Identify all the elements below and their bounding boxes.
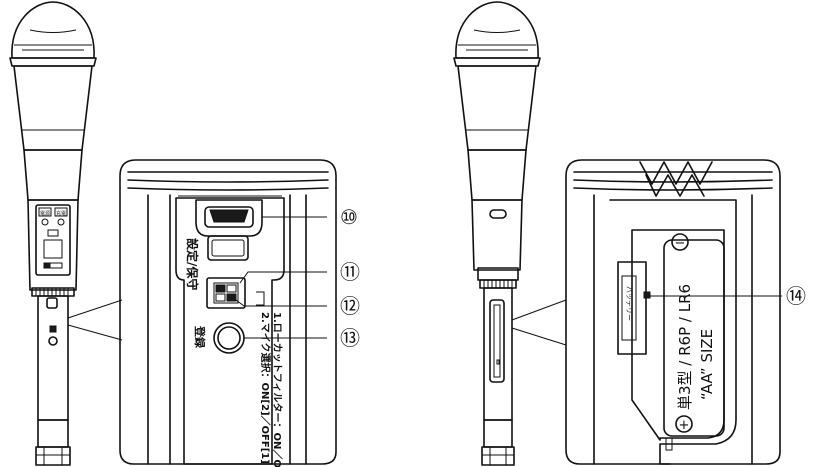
minus-symbol: − [675,236,686,251]
battery-switch-knob [643,291,651,299]
left-zoom-line-bottom [67,324,123,341]
callout-14: ⑭ [786,284,806,308]
left-zoom-panel: 設定/保守 登録 1.ローカットフィルター：ON／OFF 2.マイク選択：ON[… [119,159,337,467]
right-mic-slot [489,209,507,219]
callout-10: ⑩ [340,205,358,229]
left-microphone: 電源 充電 [9,1,97,466]
plus-terminal-icon [675,415,693,433]
battery-spring [639,161,713,185]
set-button [207,235,249,261]
callout-13: ⑬ [340,326,360,350]
battery-switch-label: バッテリー [625,286,633,321]
right-zoom-panel: − + 単3型 / R6P / LR6 “AA” SIZE バッテリー [565,159,782,465]
charge-led-icon [57,218,65,226]
pairing-label: 登録 [193,325,207,349]
left-mic-grille [11,1,95,59]
leader-12 [235,299,327,307]
minus-terminal-icon [671,233,689,251]
left-mic-handle [13,65,93,151]
battery [663,239,725,437]
callout-11: ⑪ [340,260,360,284]
power-label: 電源 [40,210,50,217]
charge-label: 充電 [56,210,66,217]
leader-11 [239,271,327,284]
right-zoom-line-top [511,299,567,321]
right-zoom-line-bottom [511,327,567,346]
right-microphone [453,1,541,466]
right-battery-slot [489,299,505,383]
power-led-icon [41,218,49,226]
note-lowcut-filter: 1.ローカットフィルター：ON／OFF [271,312,284,467]
dip-switch [206,277,246,309]
callout-12: ⑫ [340,294,360,318]
connector-port [204,206,254,228]
left-small-button-icon [48,336,58,346]
battery-switch-housing [617,261,647,355]
note-mic-select: 2.マイク選択：ON[2]／OFF[1] [259,312,272,464]
setting-protect-label: 設定/保守 [185,238,200,290]
left-mic-ring [9,57,97,67]
battery-type-text: 単3型 / R6P / LR6 [676,284,694,410]
battery-size-text: “AA” SIZE [698,329,716,400]
left-mic-control-panel [35,204,71,276]
left-zoom-line-top [67,299,123,319]
plus-symbol: + [679,418,690,433]
